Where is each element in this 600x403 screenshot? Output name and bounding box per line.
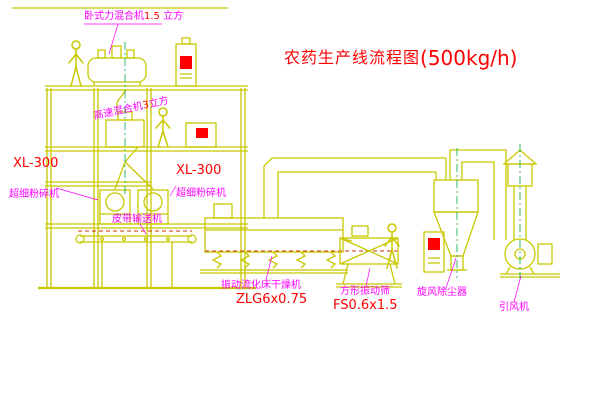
horizontal-mixer-machine	[87, 45, 147, 112]
label-sieve-model: FS0.6x1.5	[333, 298, 398, 313]
fluid-bed-dryer-machine	[200, 203, 348, 274]
worker-figure-sieve	[384, 223, 400, 269]
pulverizer-mid-machine	[137, 189, 169, 225]
control-panel-level2	[185, 122, 217, 148]
label-dryer-model: ZLG6x0.75	[236, 292, 308, 307]
label-horizontal-mixer-name: 卧式力混合机	[84, 11, 144, 22]
induced-draft-fan-machine	[500, 149, 560, 278]
label-fan: 引风机	[499, 302, 529, 313]
label-horizontal-mixer-unit: 立方	[159, 11, 184, 22]
belt-conveyor-machine	[75, 230, 197, 287]
pulverizer-left-machine	[99, 189, 131, 225]
control-cabinet-cyclone	[423, 231, 445, 273]
building-frame	[38, 85, 256, 290]
worker-figure-level2	[155, 107, 171, 148]
label-pulverizer-mid-model: XL-300	[176, 163, 222, 178]
label-pulverizer-mid-name: 超细粉碎机	[176, 188, 226, 199]
label-pulverizer-left-model: XL-300	[13, 156, 59, 171]
cyclone-separator-machine	[433, 179, 479, 271]
label-cyclone: 旋风除尘器	[417, 287, 467, 298]
label-horizontal-mixer: 卧式力混合机1.5 立方	[84, 12, 183, 22]
worker-figure-roof	[68, 40, 84, 87]
label-sieve-name: 方形振动筛	[340, 286, 390, 297]
diagram-title-text: 农药生产线流程图	[284, 48, 421, 67]
exhaust-duct	[263, 157, 447, 218]
fan-inlet-duct	[449, 149, 507, 240]
leader-lines	[55, 23, 522, 303]
diagram-title: 农药生产线流程图(500kg/h)	[284, 48, 518, 68]
high-speed-mixer-machine	[105, 111, 154, 190]
label-belt-conveyor: 皮带输送机	[112, 214, 162, 225]
diagram-title-capacity: (500kg/h)	[420, 46, 518, 70]
label-dryer-name: 振动流化床干燥机	[221, 280, 301, 291]
centerlines	[124, 42, 521, 282]
label-horizontal-mixer-value: 1.5	[144, 11, 160, 22]
label-pulverizer-left-name: 超细粉碎机	[9, 189, 59, 200]
vibrating-sieve-machine	[336, 225, 402, 288]
control-panel-roof	[175, 37, 197, 87]
